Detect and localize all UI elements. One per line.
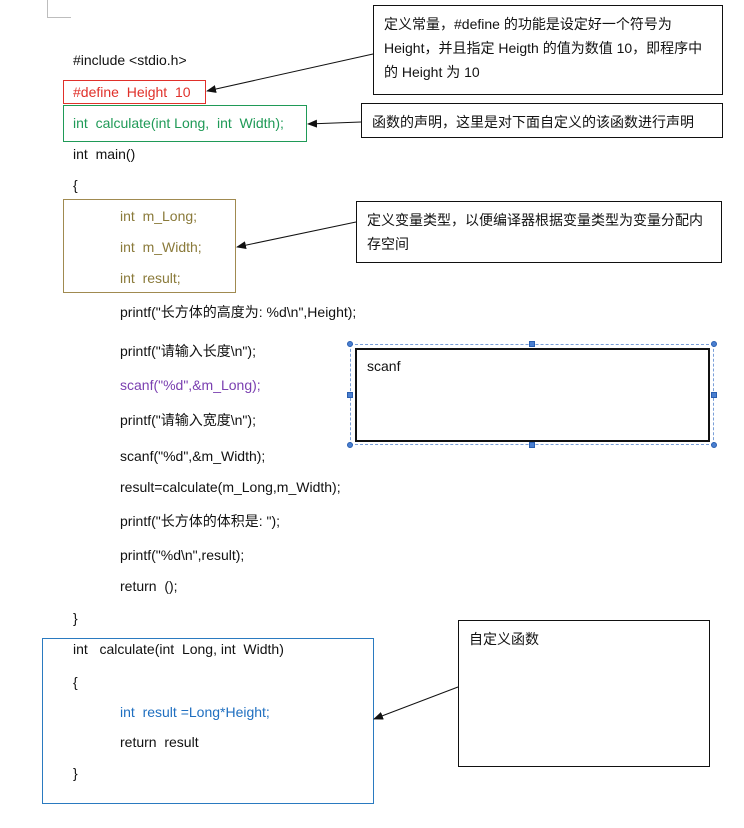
code-close-brace: }: [73, 610, 78, 626]
page-corner-mark: [47, 17, 71, 18]
code-main-signature: int main(): [73, 146, 136, 162]
code-func-return: return result: [120, 734, 199, 750]
declarations-highlight-box: [63, 199, 236, 293]
code-printf-height: printf("长方体的高度为: %d\n",Height);: [120, 304, 357, 320]
resize-handle-bottom-right[interactable]: [711, 442, 717, 448]
resize-handle-top-left[interactable]: [347, 341, 353, 347]
resize-handle-bottom[interactable]: [529, 442, 535, 448]
resize-handle-bottom-left[interactable]: [347, 442, 353, 448]
resize-handle-right[interactable]: [711, 392, 717, 398]
code-func-close-brace: }: [73, 765, 78, 781]
define-highlight-box: [63, 80, 206, 104]
code-result-calc: result=calculate(m_Long,m_Width);: [120, 479, 341, 495]
code-decl-long: int m_Long;: [120, 208, 198, 224]
code-printf-width: printf("请输入宽度\n");: [120, 412, 256, 428]
code-printf-volume: printf("长方体的体积是: ");: [120, 513, 281, 529]
code-decl-result: int result;: [120, 270, 181, 286]
code-return-main: return ();: [120, 578, 178, 594]
define-arrow: [206, 53, 374, 93]
code-printf-result: printf("%d\n",result);: [120, 547, 245, 563]
function-callout[interactable]: 自定义函数: [458, 620, 710, 767]
function-arrow: [373, 686, 459, 720]
prototype-callout[interactable]: 函数的声明，这里是对下面自定义的该函数进行声明: [361, 103, 723, 138]
define-callout[interactable]: 定义常量，#define 的功能是设定好一个符号为 Height，并且指定 He…: [373, 5, 723, 95]
declarations-callout[interactable]: 定义变量类型，以便编译器根据变量类型为变量分配内存空间: [356, 201, 722, 263]
code-decl-width: int m_Width;: [120, 239, 202, 255]
prototype-arrow: [307, 119, 362, 128]
code-scanf-width: scanf("%d",&m_Width);: [120, 448, 266, 464]
code-include: #include <stdio.h>: [73, 52, 187, 68]
page-corner-mark: [47, 0, 48, 18]
code-prototype: int calculate(int Long, int Width);: [73, 115, 284, 131]
resize-handle-top-right[interactable]: [711, 341, 717, 347]
function-definition-box: [42, 638, 374, 804]
code-printf-length: printf("请输入长度\n");: [120, 343, 256, 359]
code-func-signature: int calculate(int Long, int Width): [73, 641, 284, 657]
code-scanf-long: scanf("%d",&m_Long);: [120, 377, 261, 393]
resize-handle-left[interactable]: [347, 392, 353, 398]
code-func-body: int result =Long*Height;: [120, 704, 270, 720]
scanf-textbox[interactable]: scanf: [355, 348, 710, 442]
declarations-arrow: [236, 221, 357, 250]
prototype-highlight-box: [63, 105, 307, 142]
code-func-open-brace: {: [73, 674, 78, 690]
code-define: #define Height 10: [73, 84, 191, 100]
code-open-brace: {: [73, 177, 78, 193]
resize-handle-top[interactable]: [529, 341, 535, 347]
